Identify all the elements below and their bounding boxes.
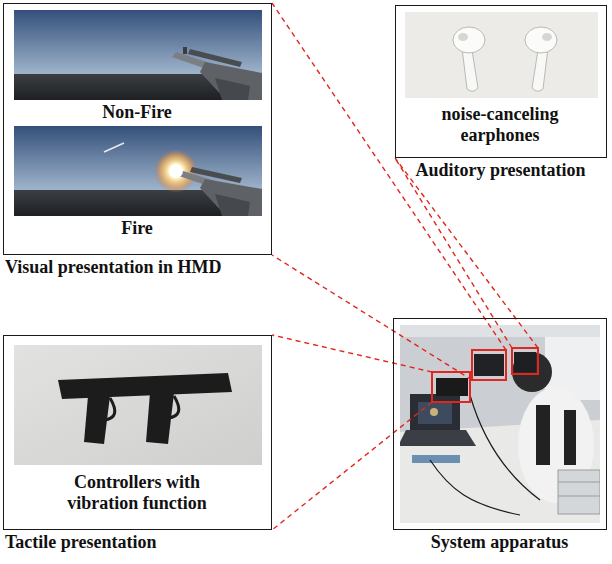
panel-box: Controllers with vibration functionTacti… [3, 335, 272, 530]
leader-line [395, 158, 512, 348]
panel-box: noise-canceling earphonesAuditory presen… [395, 5, 607, 158]
leader-line [272, 335, 432, 372]
apparatus-photo [400, 325, 600, 523]
image-caption: Controllers with vibration function [52, 472, 222, 513]
panel-heading: Auditory presentation [413, 160, 587, 181]
game-screenshot [14, 126, 262, 216]
panel-heading: System apparatus [429, 532, 571, 553]
panel-heading: Visual presentation in HMD [3, 257, 224, 278]
panel-box: Non-FireFireVisual presentation in HMD [3, 3, 272, 255]
game-screenshot [14, 10, 262, 100]
controller-photo [14, 345, 262, 465]
earphones-photo [405, 12, 598, 98]
panel-heading: Tactile presentation [3, 532, 159, 553]
leader-line [395, 158, 538, 348]
image-caption: Fire [4, 218, 270, 239]
image-caption: Non-Fire [4, 102, 270, 123]
image-caption: noise-canceling earphones [415, 104, 585, 145]
leader-line [272, 402, 432, 530]
panel-box: System apparatus [393, 318, 607, 530]
